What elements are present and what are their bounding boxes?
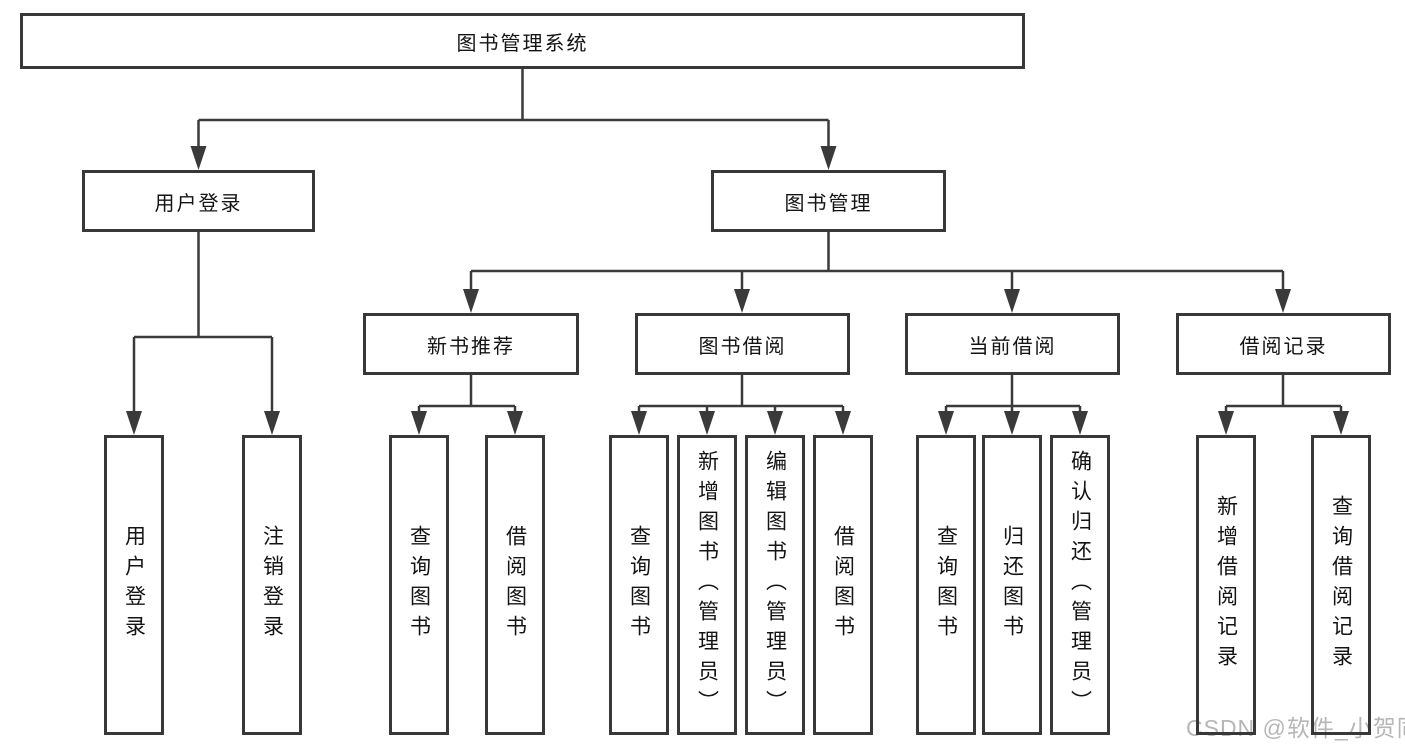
node-current-borrow: 当前借阅 [905,313,1120,375]
leaf-user-login: 用户登录 [104,435,164,735]
arrowhead-down [1072,411,1088,435]
node-book-borrow-label: 图书借阅 [698,335,787,358]
leaf-logout: 注销登录 [242,435,302,735]
node-borrow-record: 借阅记录 [1176,313,1391,375]
arrowhead-down [190,146,207,170]
leaf-query-books-current-label: 查询图书 [934,525,958,645]
node-user-login-label: 用户登录 [154,192,243,215]
arrowhead-down [411,411,427,435]
leaf-user-login-label: 用户登录 [122,525,146,645]
arrowhead-down [507,411,523,435]
arrowhead-down [1004,411,1020,435]
node-book-management-label: 图书管理 [784,192,873,215]
connector-book-borrow-branch [631,375,851,435]
arrowhead-down [699,411,715,435]
leaf-add-borrow-record-label: 新增借阅记录 [1214,495,1238,675]
arrowhead-down [631,411,647,435]
leaf-confirm-return-admin-label: 确认归还（管理员） [1068,450,1092,720]
leaf-return-book: 归还图书 [982,435,1042,735]
node-new-book-recommend: 新书推荐 [363,313,579,375]
arrowhead-down [264,411,280,435]
connector-borrow-record-branch [1218,375,1349,435]
arrowhead-down [1333,411,1349,435]
arrowhead-down [835,411,851,435]
leaf-query-books-recommend-label: 查询图书 [407,525,431,645]
node-book-management: 图书管理 [711,170,946,232]
leaf-query-books-borrow: 查询图书 [609,435,669,735]
leaf-add-book-admin: 新增图书（管理员） [677,435,737,735]
csdn-watermark: CSDN @软件_小贺同学 [1186,715,1405,741]
leaf-query-books-current: 查询图书 [916,435,976,735]
leaf-confirm-return-admin: 确认归还（管理员） [1050,435,1110,735]
connector-user-login-branch [126,232,280,435]
arrowhead-down [1218,411,1234,435]
arrowhead-down [767,411,783,435]
leaf-query-borrow-record-label: 查询借阅记录 [1329,495,1353,675]
arrowhead-down [938,411,954,435]
leaf-logout-label: 注销登录 [260,525,284,645]
leaf-add-book-admin-label: 新增图书（管理员） [695,450,719,720]
node-root-label: 图书管理系统 [456,32,589,55]
arrowhead-down [734,289,750,313]
node-borrow-record-label: 借阅记录 [1239,335,1328,358]
arrowhead-down [126,411,142,435]
leaf-query-books-recommend: 查询图书 [389,435,449,735]
leaf-add-borrow-record: 新增借阅记录 [1196,435,1256,735]
node-user-login: 用户登录 [82,170,315,232]
arrowhead-down [463,289,479,313]
leaf-edit-book-admin-label: 编辑图书（管理员） [763,450,787,720]
leaf-return-book-label: 归还图书 [1000,525,1024,645]
leaf-borrow-books-recommend: 借阅图书 [485,435,545,735]
connector-current-borrow-branch [938,375,1088,435]
connector-book-management-branch [463,232,1291,313]
node-book-borrow: 图书借阅 [635,313,850,375]
node-root-system: 图书管理系统 [20,13,1025,69]
arrowhead-down [1275,289,1291,313]
leaf-borrow-books-recommend-label: 借阅图书 [503,525,527,645]
leaf-edit-book-admin: 编辑图书（管理员） [745,435,805,735]
connector-root-to-level2 [190,69,837,170]
arrowhead-down [1004,289,1020,313]
arrowhead-down [820,146,837,170]
node-new-book-recommend-label: 新书推荐 [427,335,515,358]
leaf-borrow-books: 借阅图书 [813,435,873,735]
leaf-query-books-borrow-label: 查询图书 [627,525,651,645]
leaf-borrow-books-label: 借阅图书 [831,525,855,645]
connector-new-book-recommend-branch [411,375,523,435]
leaf-query-borrow-record: 查询借阅记录 [1311,435,1371,735]
node-current-borrow-label: 当前借阅 [968,335,1057,358]
